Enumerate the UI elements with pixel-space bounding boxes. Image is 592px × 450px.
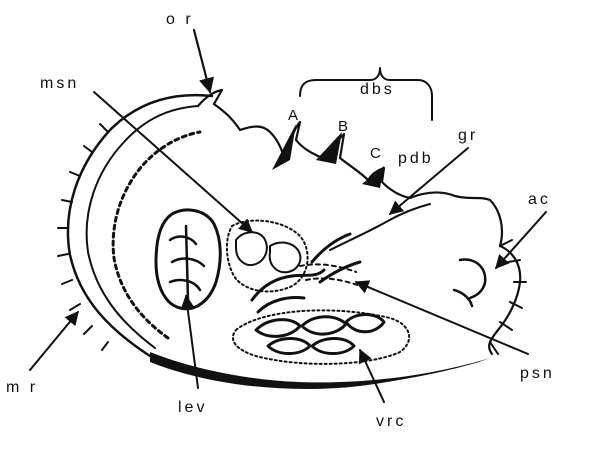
labels: o r msn dbs A B C pdb gr ac psn m r lev … — [6, 11, 555, 430]
leader-or — [194, 30, 210, 92]
label-msn: msn — [40, 75, 79, 92]
label-A: A — [288, 107, 299, 124]
label-mr: m r — [6, 379, 38, 396]
label-C: C — [370, 145, 382, 162]
msn-cluster — [236, 232, 300, 272]
vrc-cells — [256, 315, 384, 354]
lev-cells — [170, 226, 204, 300]
specimen-outline — [58, 90, 526, 389]
gill-ridge — [330, 204, 430, 250]
label-lev: lev — [178, 399, 207, 416]
leader-ac — [496, 212, 546, 268]
label-ac: ac — [528, 191, 551, 208]
ventral-base-edge — [150, 352, 490, 389]
leader-mr — [30, 312, 78, 370]
label-or: o r — [166, 11, 194, 28]
spine-b — [316, 132, 342, 164]
posterior-lobe — [410, 192, 520, 354]
label-psn: psn — [520, 365, 555, 382]
label-pdb: pdb — [398, 150, 434, 167]
label-gr: gr — [458, 127, 478, 144]
inner-rim — [87, 106, 198, 348]
spine-a — [272, 124, 296, 170]
adductor-region — [454, 260, 485, 307]
label-B: B — [338, 118, 349, 135]
leader-lines — [30, 30, 546, 402]
central-mass — [252, 234, 360, 312]
label-vrc: vrc — [376, 413, 406, 430]
label-dbs: dbs — [360, 81, 395, 98]
msn-dotted-ring — [227, 221, 308, 292]
posterior-spines — [490, 240, 526, 354]
